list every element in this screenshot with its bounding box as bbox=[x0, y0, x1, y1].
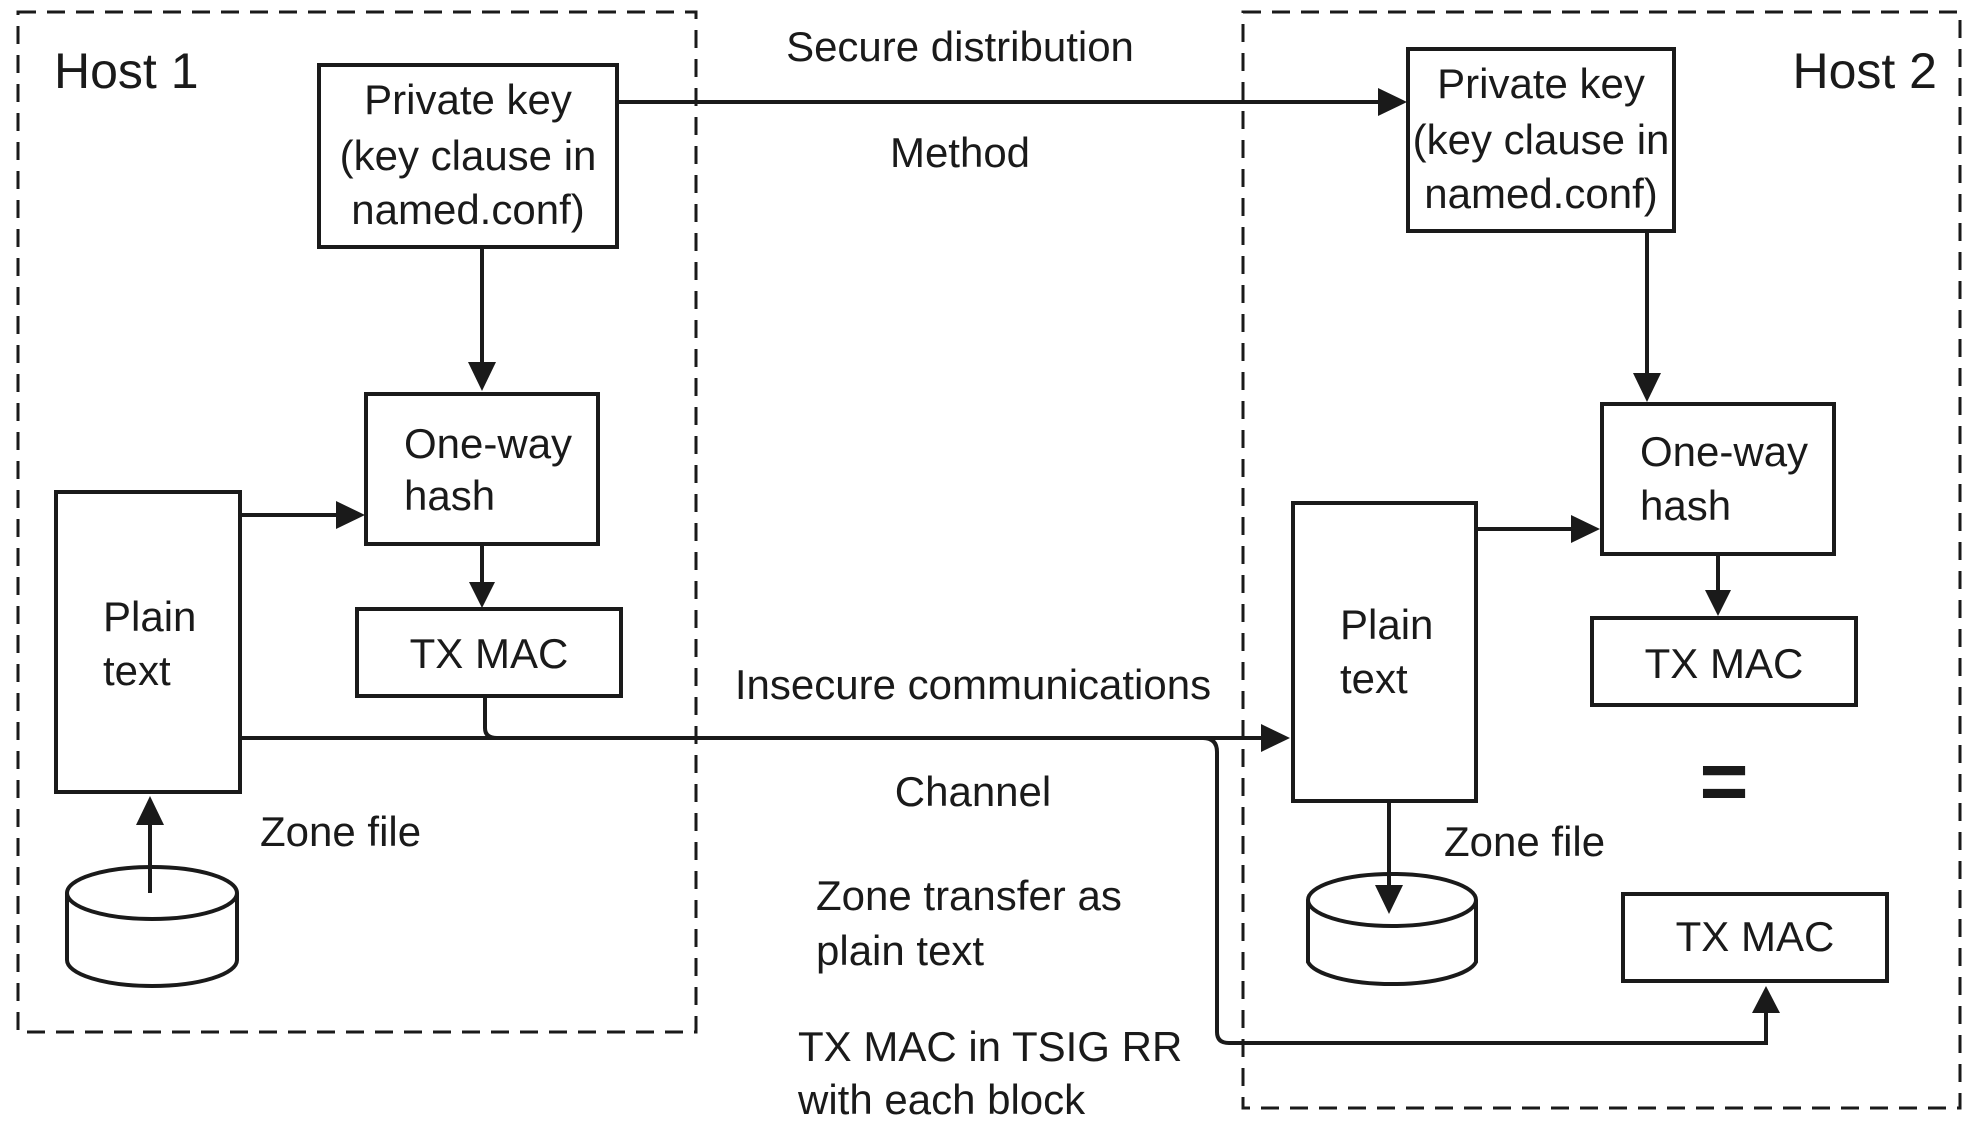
host1-private-key-line2: (key clause in bbox=[340, 132, 597, 179]
secure-distribution-label: Secure distribution bbox=[786, 23, 1134, 70]
host1-private-key-box: Private key (key clause in named.conf) bbox=[317, 63, 619, 249]
channel-label: Channel bbox=[895, 768, 1051, 815]
host1-boundary bbox=[16, 10, 698, 1034]
host1-title: Host 1 bbox=[54, 43, 199, 99]
host2-key-to-hash-arrowhead bbox=[1633, 373, 1661, 402]
host1-mac-to-channel-line bbox=[483, 696, 498, 740]
host2-hash-box: One-way hash bbox=[1600, 402, 1836, 556]
method-label: Method bbox=[890, 129, 1030, 176]
host1-hash-line2: hash bbox=[404, 472, 495, 519]
host1-hash-to-mac-arrowhead bbox=[469, 582, 495, 608]
host1-plain-text-line2: text bbox=[103, 647, 171, 694]
zone-transfer-line2: plain text bbox=[816, 927, 984, 974]
host1-tx-mac-label: TX MAC bbox=[410, 630, 569, 677]
host1-tx-mac-box: TX MAC bbox=[355, 607, 623, 698]
host2-tx-mac-computed-box: TX MAC bbox=[1590, 616, 1858, 707]
host1-zone-file-cylinder bbox=[65, 822, 239, 988]
host2-plain-text-line1: Plain bbox=[1340, 601, 1433, 648]
insecure-communications-label: Insecure communications bbox=[735, 661, 1211, 708]
host2-private-key-line1: Private key bbox=[1437, 60, 1645, 107]
host2-tx-mac-received-box: TX MAC bbox=[1621, 892, 1889, 983]
host1-zonefile-to-text-arrowhead bbox=[136, 796, 164, 825]
host2-hash-line1: One-way bbox=[1640, 428, 1808, 475]
tsig-line2: with each block bbox=[797, 1076, 1086, 1122]
host1-plain-text-line1: Plain bbox=[103, 593, 196, 640]
host2-tx-mac-computed-label: TX MAC bbox=[1645, 640, 1804, 687]
host2-tx-mac-received-label: TX MAC bbox=[1676, 913, 1835, 960]
host1-hash-box: One-way hash bbox=[364, 392, 600, 546]
host2-private-key-line3: named.conf) bbox=[1424, 170, 1657, 217]
host2-zone-file-cylinder bbox=[1306, 801, 1478, 987]
tsig-to-received-mac-arrowhead bbox=[1752, 986, 1780, 1013]
host1-zone-file-label: Zone file bbox=[260, 808, 421, 855]
secure-distribution-arrowhead bbox=[1378, 88, 1407, 116]
host1-private-key-line1: Private key bbox=[364, 76, 572, 123]
host1-key-to-hash-arrowhead bbox=[468, 362, 496, 391]
host2-hash-line2: hash bbox=[1640, 482, 1731, 529]
host2-boundary bbox=[1241, 10, 1962, 1110]
host1-plain-text-box: Plain text bbox=[54, 490, 242, 794]
host2-private-key-line2: (key clause in bbox=[1413, 116, 1670, 163]
host2-zone-file-label: Zone file bbox=[1444, 818, 1605, 865]
mac-equals-sign: = bbox=[1699, 734, 1748, 828]
tsig-line1: TX MAC in TSIG RR bbox=[798, 1023, 1182, 1070]
host2-private-key-box: Private key (key clause in named.conf) bbox=[1406, 47, 1676, 233]
host2-hash-to-mac-arrowhead bbox=[1705, 590, 1731, 616]
host2-text-to-hash-arrowhead bbox=[1571, 515, 1600, 543]
host2-plain-text-box: Plain text bbox=[1291, 501, 1478, 803]
host1-private-key-line3: named.conf) bbox=[351, 186, 584, 233]
host1-text-to-hash-arrowhead bbox=[336, 501, 365, 529]
host1-hash-line1: One-way bbox=[404, 420, 572, 467]
zone-transfer-line1: Zone transfer as bbox=[816, 872, 1122, 919]
tsig-to-received-mac-line bbox=[1202, 736, 1768, 1045]
insecure-channel-arrowhead bbox=[1261, 724, 1290, 752]
host2-plain-text-line2: text bbox=[1340, 655, 1408, 702]
host2-title: Host 2 bbox=[1792, 43, 1937, 99]
